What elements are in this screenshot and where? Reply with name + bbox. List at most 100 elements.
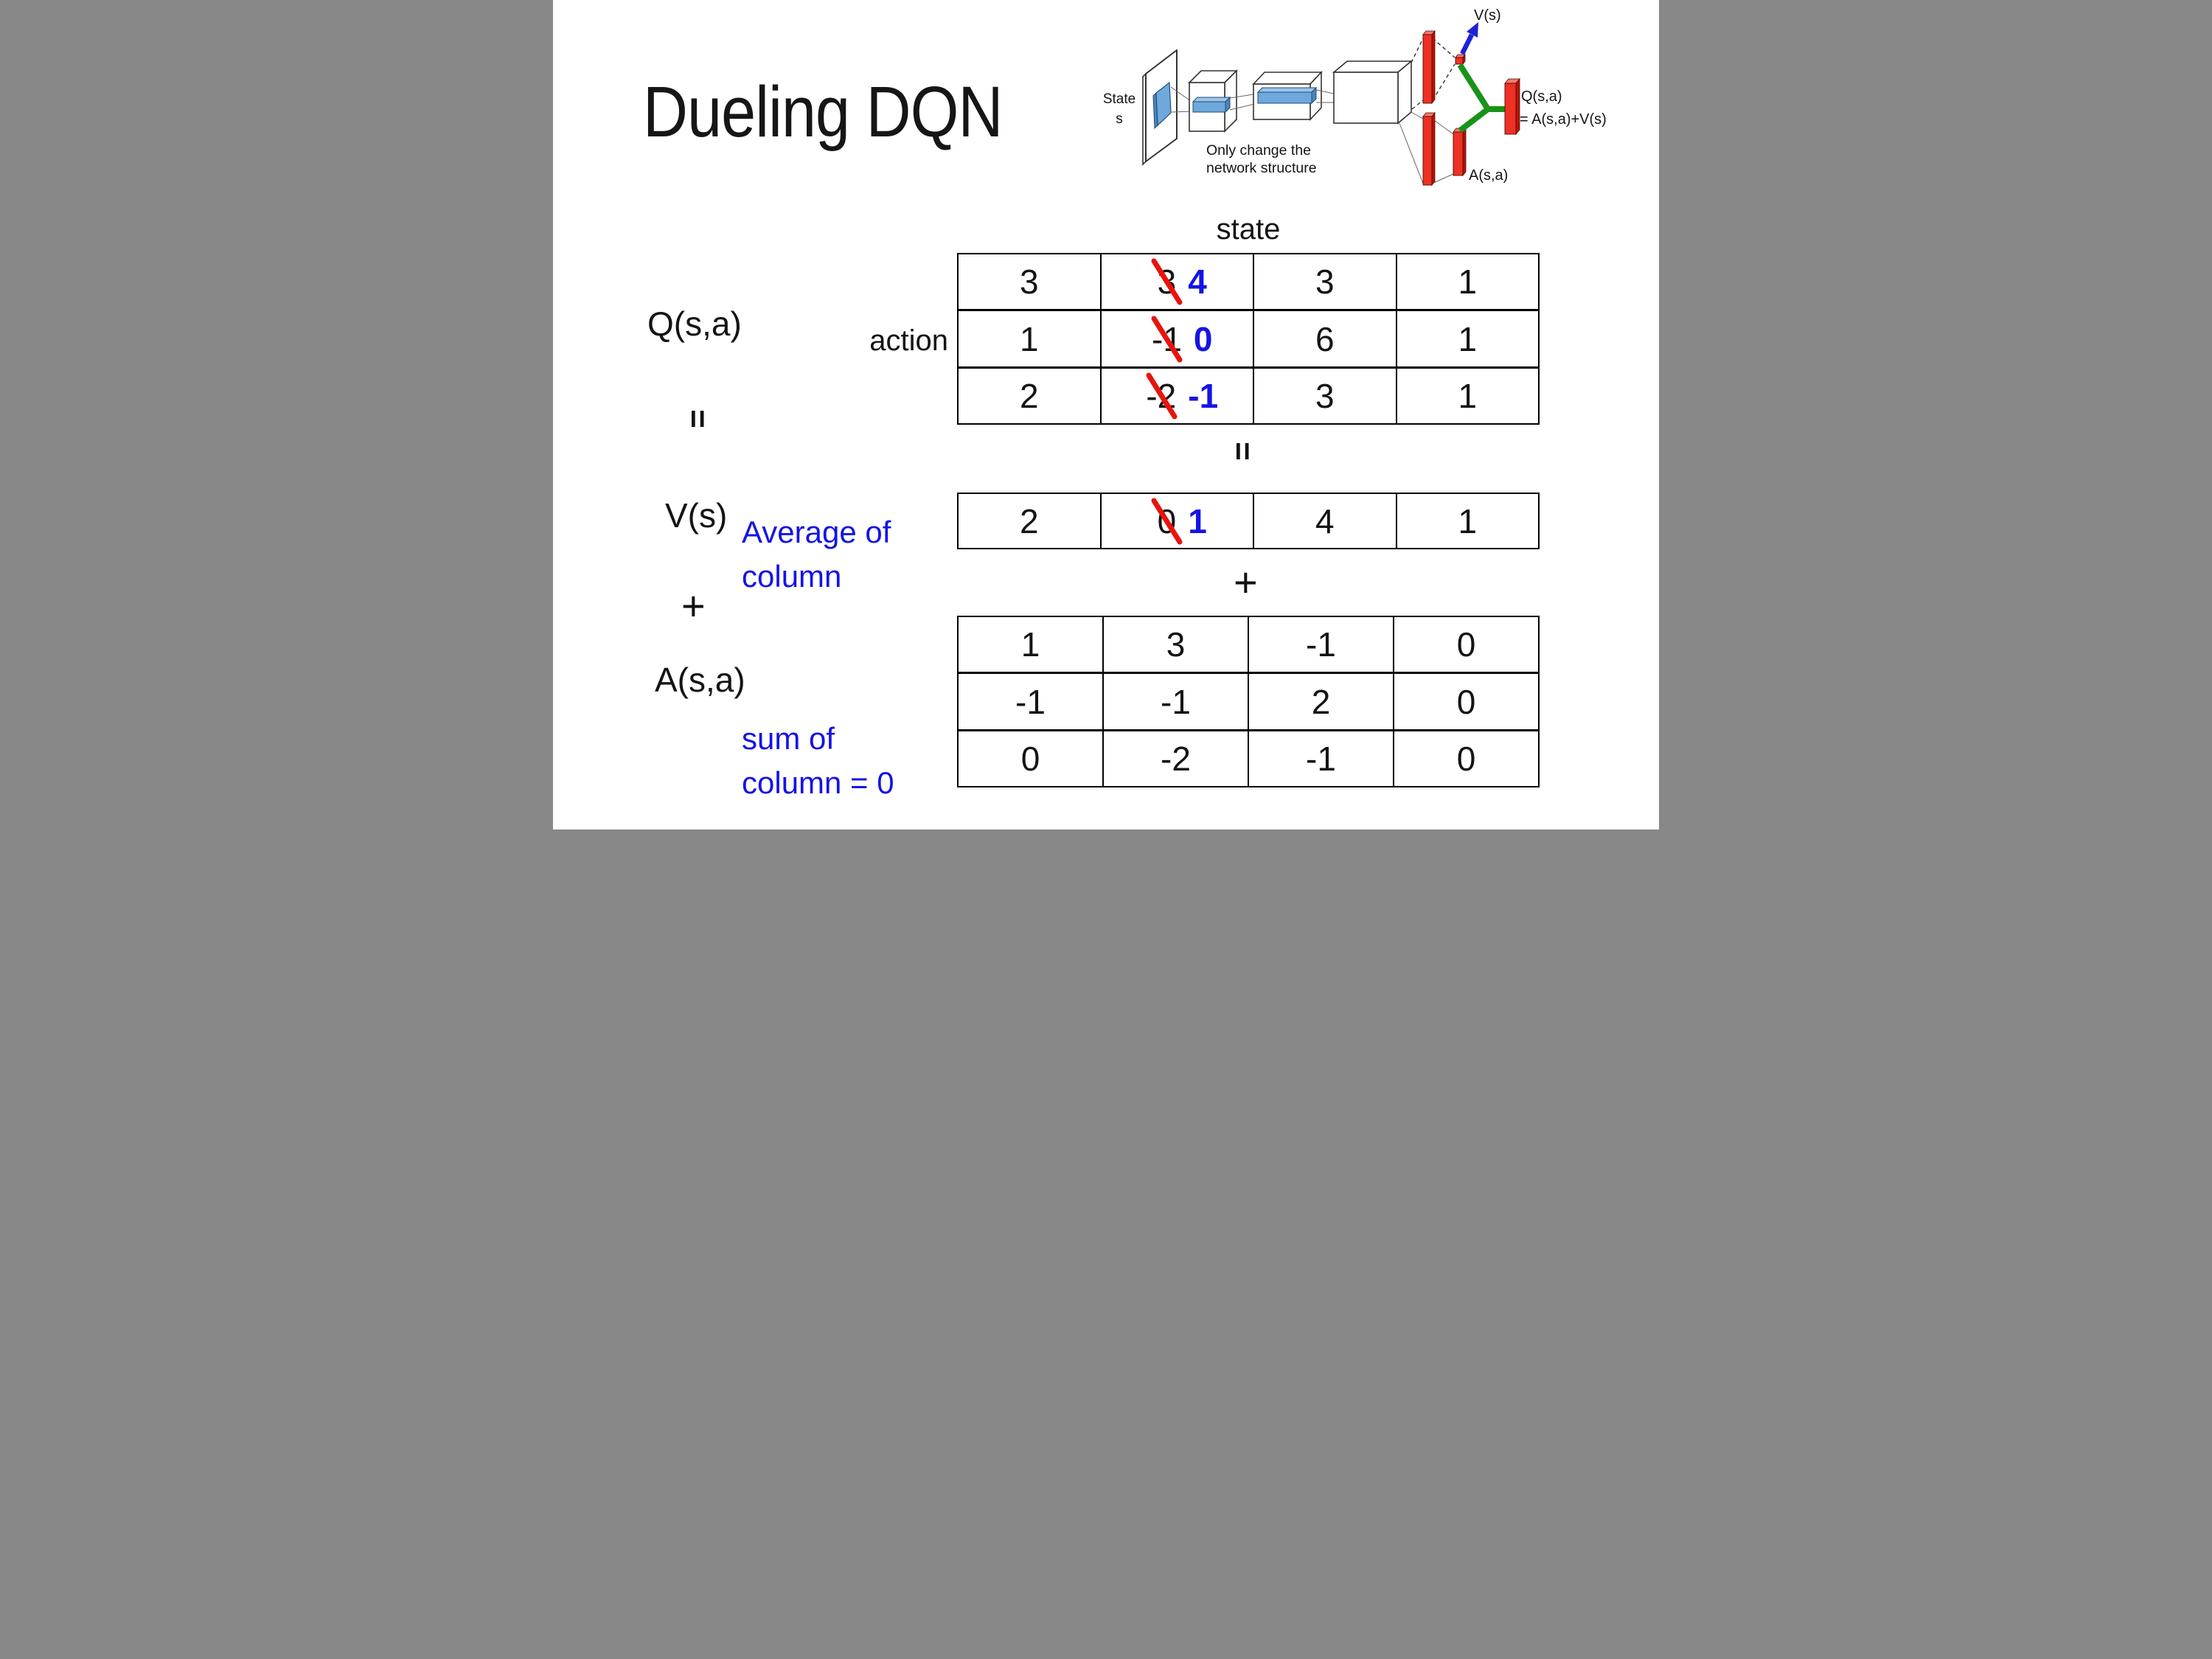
a-equation-label: A(s,a) xyxy=(655,661,745,699)
advantage-vector-side xyxy=(1462,127,1467,177)
average-note: Average of column xyxy=(742,510,891,599)
fan-line xyxy=(1315,89,1335,94)
q-cell: 1 xyxy=(959,311,1102,366)
a-cell: 0 xyxy=(1456,625,1476,664)
fan-line xyxy=(1399,122,1424,184)
a-cell: 0 xyxy=(1456,739,1476,778)
v-equation-label: V(s) xyxy=(665,496,728,535)
old-value-wrap: -2 xyxy=(1146,372,1178,420)
diagram-v-label: V(s) xyxy=(1474,7,1501,24)
a-cell: -1 xyxy=(1249,617,1394,672)
value-fc-bar-side xyxy=(1431,29,1436,105)
q-cell: 1 xyxy=(1458,376,1478,415)
dashed-line xyxy=(1432,38,1455,58)
v-arrow-icon xyxy=(1467,22,1478,38)
old-value: 0 xyxy=(1157,501,1177,540)
table-row: 0 -2 -1 0 xyxy=(959,731,1538,787)
v-cell-struck: 0 1 xyxy=(1102,494,1254,548)
advantage-fc-bar-side xyxy=(1431,111,1436,187)
equals-left-glyph: = xyxy=(679,409,716,428)
sum-note-line1: sum of xyxy=(742,721,835,756)
a-cell: 2 xyxy=(1249,674,1394,729)
table-row: 1 3 -1 0 xyxy=(959,617,1538,675)
advantage-vector xyxy=(1453,131,1464,176)
equals-mid: = xyxy=(1220,431,1265,472)
q-output-bar xyxy=(1504,83,1517,135)
equals-mid-glyph: = xyxy=(1224,442,1261,461)
fan-line xyxy=(1411,111,1424,119)
table-row: 1 -1 0 6 1 xyxy=(959,311,1538,369)
diagram-state-s-label: s xyxy=(1116,111,1123,127)
value-node xyxy=(1455,57,1464,65)
q-cell: 2 xyxy=(959,368,1102,424)
fc-box xyxy=(1333,72,1399,124)
diagram-note-line2: network structure xyxy=(1206,160,1317,176)
diagram-note-line1: Only change the xyxy=(1206,142,1311,159)
page-title: Dueling DQN xyxy=(643,72,1003,152)
diagram-q-label-line2: = A(s,a)+V(s) xyxy=(1520,111,1607,128)
old-value-wrap: 3 xyxy=(1151,258,1183,305)
feature-bar-2-top xyxy=(1256,87,1318,93)
a-cell: 0 xyxy=(1456,682,1476,721)
sum-note-line2: column = 0 xyxy=(742,765,894,801)
v-cell: 4 xyxy=(1254,494,1397,548)
average-note-line2: column xyxy=(742,559,842,594)
v-table: 2 0 1 4 1 xyxy=(957,493,1540,549)
q-cell: 1 xyxy=(1458,262,1478,302)
v-arrow-shaft xyxy=(1460,33,1474,55)
new-value: 1 xyxy=(1188,501,1207,540)
network-diagram: State s V(s) Q(s,a) = A(s,a)+V(s) A(s,a)… xyxy=(1103,7,1607,187)
conv-filter-icon xyxy=(1155,81,1172,127)
table-row: 2 -2 -1 3 1 xyxy=(959,368,1538,424)
table-row: 2 0 1 4 1 xyxy=(959,494,1538,548)
plus-mid: + xyxy=(1234,559,1258,605)
old-value-wrap: -1 xyxy=(1151,316,1183,363)
q-cell-struck: -2 -1 xyxy=(1102,368,1254,424)
equals-left: = xyxy=(675,398,720,439)
plus-left: + xyxy=(681,582,706,629)
q-equation-label: Q(s,a) xyxy=(647,305,742,343)
dashed-line xyxy=(1411,36,1425,63)
old-value: 3 xyxy=(1157,262,1177,302)
state-axis-label: state xyxy=(1216,213,1281,246)
q-cell: 3 xyxy=(1254,254,1397,310)
new-value: 0 xyxy=(1193,319,1213,358)
v-cell: 1 xyxy=(1458,501,1478,540)
new-value: 4 xyxy=(1188,262,1207,302)
table-row: -1 -1 2 0 xyxy=(959,674,1538,731)
v-cell: 2 xyxy=(959,494,1102,548)
old-value: -2 xyxy=(1146,376,1177,415)
a-cell: -1 xyxy=(1104,674,1249,729)
old-value-wrap: 0 xyxy=(1151,498,1183,544)
sum-note: sum of column = 0 xyxy=(742,717,894,805)
merge-connector xyxy=(1457,63,1506,133)
feature-bar-1 xyxy=(1192,101,1226,113)
feature-bar-1-top xyxy=(1192,97,1231,102)
a-cell: 1 xyxy=(959,617,1104,672)
a-cell: 3 xyxy=(1104,617,1249,672)
a-cell: -2 xyxy=(1104,731,1249,787)
a-cell: -1 xyxy=(959,674,1104,729)
q-cell-struck: -1 0 xyxy=(1102,311,1254,366)
a-cell: -1 xyxy=(1249,731,1394,787)
q-table: 3 3 4 3 1 1 -1 0 6 1 2 -2 -1 3 1 xyxy=(957,253,1540,425)
fc-box-side xyxy=(1397,60,1412,125)
q-cell: 6 xyxy=(1254,311,1397,366)
diagram-a-label: A(s,a) xyxy=(1469,167,1508,184)
table-row: 3 3 4 3 1 xyxy=(959,254,1538,312)
dashed-line xyxy=(1432,63,1455,101)
slide: Dueling DQN xyxy=(553,0,1659,830)
diagram-q-label-line1: Q(s,a) xyxy=(1521,88,1562,105)
new-value: -1 xyxy=(1188,376,1219,415)
average-note-line1: Average of xyxy=(742,515,891,549)
old-value: -1 xyxy=(1152,319,1182,358)
value-fc-bar xyxy=(1422,34,1433,104)
fan-line xyxy=(1431,173,1454,184)
a-table: 1 3 -1 0 -1 -1 2 0 0 -2 -1 0 xyxy=(957,616,1540,788)
q-cell: 1 xyxy=(1458,319,1478,358)
advantage-fc-bar xyxy=(1422,116,1433,186)
q-cell-struck: 3 4 xyxy=(1102,254,1254,310)
q-cell: 3 xyxy=(1254,368,1397,424)
dashed-line xyxy=(1411,100,1424,110)
feature-bar-2 xyxy=(1257,91,1312,104)
